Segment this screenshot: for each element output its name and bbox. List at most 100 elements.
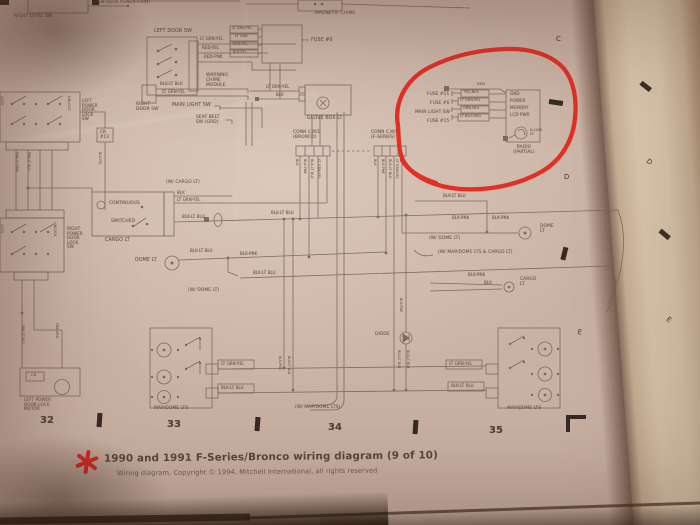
component-label: DOME LT xyxy=(540,224,554,234)
radio-connector-detail xyxy=(449,88,541,143)
component-label: FUSE #11 xyxy=(427,92,450,97)
chime-and-fuse6 xyxy=(229,0,471,99)
junction-dots xyxy=(10,2,560,399)
page-number: 35 xyxy=(489,425,504,436)
component-label: FUSE #6 xyxy=(430,101,450,106)
component-label: SW-DOOR POWER-FRONT xyxy=(98,0,151,4)
wire-label: BLK xyxy=(177,190,185,195)
component-label: DIODE xyxy=(375,332,390,337)
component-label: GLOVE BOX LT xyxy=(307,116,343,121)
right-door-switch xyxy=(141,84,263,146)
wire-label: LT GRN-YEL xyxy=(221,361,245,366)
diode-symbol xyxy=(399,331,413,345)
cargo-light-assembly xyxy=(91,191,619,237)
glove-box-light xyxy=(250,84,352,146)
wire-label: LT GRN-YEL xyxy=(162,89,186,94)
component-label: CONTINUOUS xyxy=(109,201,140,206)
wire-label: BLK-LT BLU xyxy=(221,385,244,390)
wire-label: BLK-YEL xyxy=(233,50,247,54)
map-dome-lights-1 xyxy=(149,327,487,409)
wire-label: LT GRN-YEL xyxy=(266,84,290,89)
wire-label: BLK-LT BLU xyxy=(190,248,213,253)
component-label: MAGNETIC CHIME xyxy=(315,11,356,16)
component-label: DOME LT xyxy=(135,258,157,263)
component-label: MAP/DOME LTS xyxy=(154,406,189,411)
note-label: (W/ DOME LT) xyxy=(188,288,220,293)
wire-label: LT GRN-YEL xyxy=(177,197,201,202)
wire-label: RED xyxy=(477,81,486,86)
component-label: CARGO LT xyxy=(105,238,130,243)
wire-label: BLK-LT BLU xyxy=(253,270,276,275)
page-number: 33 xyxy=(167,419,182,430)
wire-label: LT GRN-YEL xyxy=(200,36,224,41)
wire-label: LT GRN-YEL xyxy=(232,26,253,30)
component-label: ILLUM LT xyxy=(530,127,542,137)
component-label: GND xyxy=(510,91,520,96)
corner-registration-mark xyxy=(566,415,586,432)
component-label: RADIO (PARTIAL) xyxy=(513,145,535,155)
wire-label: BLK-PNK xyxy=(452,215,470,220)
component-label: RIGHT DOOR SW xyxy=(136,102,159,112)
asterisk-icon xyxy=(75,450,99,474)
power-door-locks xyxy=(0,91,114,397)
component-label: RIGHT POWER DOOR LOCK SW xyxy=(67,226,83,250)
grid-letter: C xyxy=(556,35,561,43)
wire-label: BLK xyxy=(276,92,284,97)
wire-label: BLK-PNK xyxy=(240,251,258,256)
note-label: (W/ CARGO LT) xyxy=(166,180,200,185)
wire-label: LT BLU-RED xyxy=(460,114,482,118)
component-label: POWER xyxy=(510,98,526,103)
note-label: (W/ DOME LT) xyxy=(429,236,461,241)
component-label: SEAT BELT SW (GRD) xyxy=(196,115,220,125)
wire-label: RED-YEL xyxy=(233,42,248,46)
wire-label: BLK xyxy=(484,280,492,285)
page-number: 34 xyxy=(328,422,343,433)
page-number: 32 xyxy=(40,415,55,426)
left-door-switch xyxy=(146,36,296,96)
component-label: RIGHT LEVEL SW xyxy=(14,14,53,20)
component-label: CONN C365 (BRONCO) xyxy=(293,130,320,140)
component-label: LCD PWR xyxy=(510,112,530,117)
wire-label: ORN-BLU xyxy=(463,106,480,110)
wire-label: LT GRN xyxy=(235,34,248,38)
wire-label: LT GRN-YEL xyxy=(449,361,473,366)
component-label: LEFT POWER DOOR LOCK SW xyxy=(82,98,98,122)
component-label: FUSE #6 xyxy=(311,38,333,43)
component-label: CB #13 xyxy=(100,129,109,139)
note-label: (W/ MAP/DOME LTS & CARGO LT) xyxy=(438,250,513,255)
component-label: CB xyxy=(31,372,37,377)
wire-label: BLK-LT BLU xyxy=(443,193,466,198)
component-label: MAIN LIGHT SW xyxy=(415,110,450,115)
component-label: CARGO LT xyxy=(520,277,537,287)
wire-label: BLK-LT BLU xyxy=(271,210,294,215)
grid-letter: D xyxy=(564,173,570,181)
wire-label: BLK-LT BLU xyxy=(160,81,183,86)
wire-label: RED-YEL xyxy=(202,45,220,50)
component-label: MAIN LIGHT SW xyxy=(172,103,211,108)
map-dome-lights-2 xyxy=(485,327,561,409)
wire-label: BLK-PNK xyxy=(468,272,486,277)
component-label: MAP/DOME LTS xyxy=(507,406,542,411)
component-label: WARNING CHIME MODULE xyxy=(206,73,229,88)
component-label: LEFT POWER DOOR LOCK MOTOR xyxy=(24,397,52,412)
wire-label: LT GRN-YEL xyxy=(460,98,481,102)
registration-marks xyxy=(0,0,671,435)
wire-label: BLK-PNK xyxy=(492,215,510,220)
dome-cargo-right xyxy=(401,200,624,305)
wire-label: RED-PNK xyxy=(204,54,223,59)
dome-light-left xyxy=(164,251,616,313)
note-label: (W/ MAP/DOME LTS) xyxy=(295,405,341,410)
wire-label: YEL-BLK xyxy=(464,90,479,94)
top-left-circuit xyxy=(27,0,240,14)
component-label: FUSE #15 xyxy=(427,119,450,124)
component-label: CONN C365 (F-SERIES) xyxy=(371,130,398,140)
component-label: SWITCHED xyxy=(111,219,136,224)
component-label: MEMORY xyxy=(510,105,529,110)
corner-shadow xyxy=(0,0,150,100)
connectors-c365 xyxy=(295,145,407,157)
component-label: LEFT DOOR SW xyxy=(154,29,192,34)
